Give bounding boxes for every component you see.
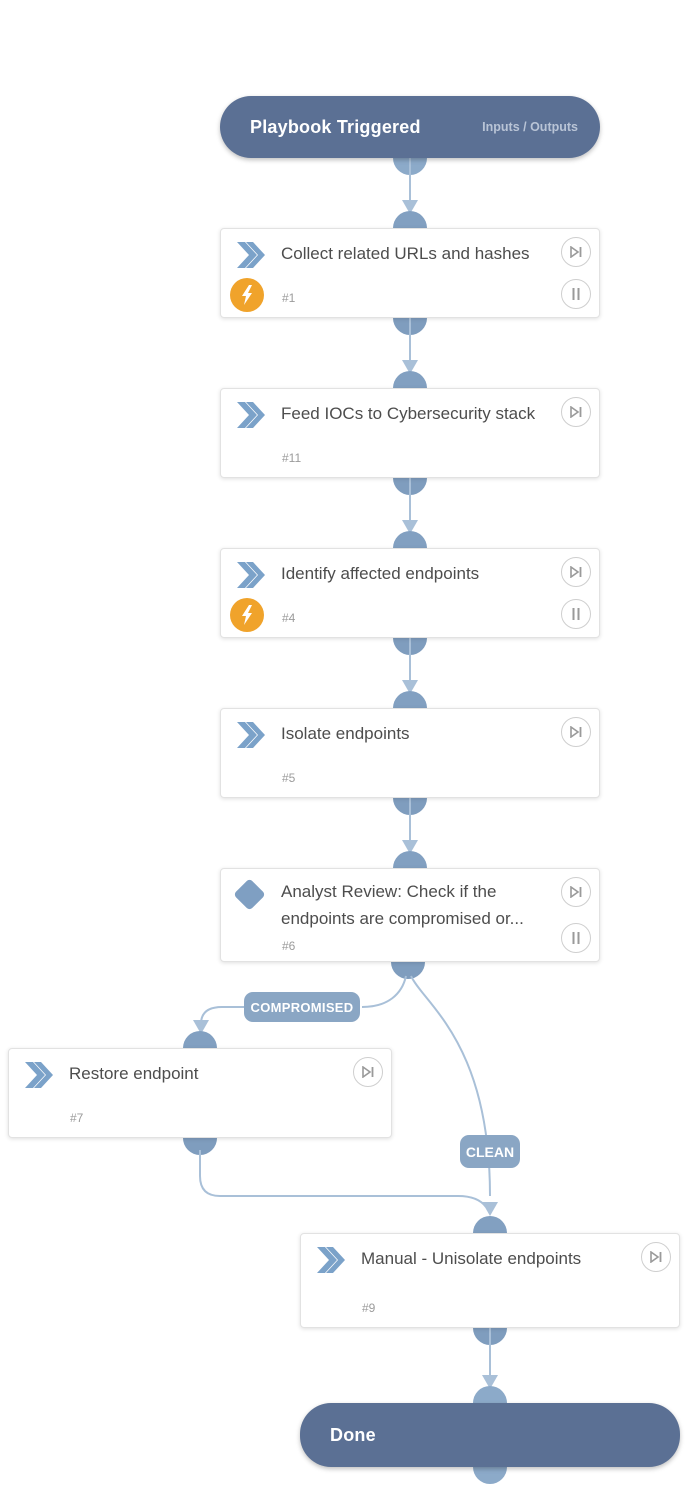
task-number: #9	[362, 1301, 376, 1315]
task-title: Feed IOCs to Cybersecurity stack	[281, 404, 536, 423]
task-number: #4	[282, 611, 296, 625]
automation-bolt-icon	[230, 598, 264, 632]
skip-task-button[interactable]	[561, 877, 591, 907]
connector-dome	[393, 158, 427, 175]
task-node-identify-endpoints[interactable]: Identify affected endpoints #4	[220, 548, 600, 638]
task-number: #1	[282, 291, 296, 305]
inputs-outputs-link[interactable]: Inputs / Outputs	[482, 120, 578, 134]
chevron-double-right-icon	[237, 562, 265, 588]
skip-task-button[interactable]	[353, 1057, 383, 1087]
diamond-condition-icon	[233, 878, 266, 911]
arrowhead-icon	[402, 200, 418, 214]
task-title: Collect related URLs and hashes	[281, 244, 530, 263]
chevron-double-right-icon	[317, 1247, 345, 1273]
branch-compromised-line	[361, 975, 407, 1008]
done-title: Done	[330, 1424, 376, 1445]
skip-task-button[interactable]	[561, 397, 591, 427]
skip-task-button[interactable]	[561, 237, 591, 267]
automation-bolt-icon	[230, 278, 264, 312]
task-node-restore-endpoint[interactable]: Restore endpoint #7	[8, 1048, 392, 1138]
playbook-trigger-node[interactable]: Playbook Triggered Inputs / Outputs	[220, 96, 600, 158]
task-node-manual-unisolate[interactable]: Manual - Unisolate endpoints #9	[300, 1233, 680, 1328]
task-title: Analyst Review: Check if the endpoints a…	[281, 882, 524, 929]
skip-task-button[interactable]	[561, 717, 591, 747]
pause-task-button[interactable]	[561, 599, 591, 629]
task-node-feed-iocs[interactable]: Feed IOCs to Cybersecurity stack #11	[220, 388, 600, 478]
task-number: #11	[282, 451, 302, 465]
condition-node-analyst-review[interactable]: Analyst Review: Check if the endpoints a…	[220, 868, 600, 962]
playbook-trigger-title: Playbook Triggered	[250, 116, 421, 137]
merge-line	[199, 1150, 487, 1208]
task-number: #7	[70, 1111, 84, 1125]
skip-task-button[interactable]	[641, 1242, 671, 1272]
branch-label-compromised: COMPROMISED	[244, 992, 360, 1022]
playbook-done-node[interactable]: Done	[300, 1403, 680, 1467]
pause-task-button[interactable]	[561, 279, 591, 309]
chevron-double-right-icon	[237, 402, 265, 428]
task-title: Identify affected endpoints	[281, 564, 480, 583]
task-title: Isolate endpoints	[281, 724, 410, 743]
branch-label-clean: CLEAN	[460, 1135, 520, 1168]
task-number: #6	[282, 939, 296, 953]
task-title: Manual - Unisolate endpoints	[361, 1249, 582, 1268]
skip-task-button[interactable]	[561, 557, 591, 587]
pause-task-button[interactable]	[561, 923, 591, 953]
chevron-double-right-icon	[237, 722, 265, 748]
task-number: #5	[282, 771, 296, 785]
chevron-double-right-icon	[237, 242, 265, 268]
task-node-isolate-endpoints[interactable]: Isolate endpoints #5	[220, 708, 600, 798]
task-title: Restore endpoint	[69, 1064, 199, 1083]
task-node-collect-related-urls[interactable]: Collect related URLs and hashes #1	[220, 228, 600, 318]
chevron-double-right-icon	[25, 1062, 53, 1088]
